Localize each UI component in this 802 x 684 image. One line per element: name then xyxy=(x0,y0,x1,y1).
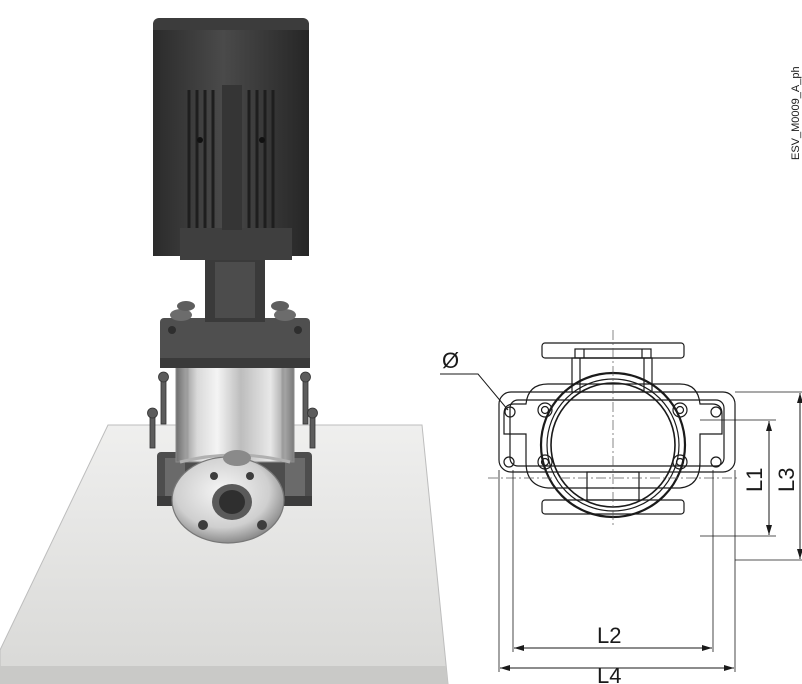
diameter-leader xyxy=(440,373,509,411)
pump-photo xyxy=(0,18,449,684)
base-outline-inner xyxy=(509,399,725,467)
flange-dimension-drawing xyxy=(440,330,802,672)
dimension-arrows xyxy=(500,393,802,671)
base-plate xyxy=(0,424,449,684)
base-hole-lower-left xyxy=(503,456,515,468)
dimension-label-l3: L3 xyxy=(774,468,799,492)
tie-rods xyxy=(185,362,285,462)
inlet-flange xyxy=(171,450,285,544)
base-hole-lower-right xyxy=(710,456,722,468)
base-outline-outer xyxy=(498,391,736,473)
dimension-label-l2: L2 xyxy=(597,623,621,648)
dimension-label-l1: L1 xyxy=(742,468,767,492)
pump-head xyxy=(160,301,310,368)
cooling-fins xyxy=(187,90,275,228)
pump-sleeve xyxy=(175,361,295,463)
reference-code: ESV_M0009_A_ph xyxy=(790,66,802,160)
center-lines xyxy=(488,330,740,528)
dimension-label-l4: L4 xyxy=(597,663,621,684)
diameter-label: Ø xyxy=(442,348,459,373)
dimension-lines xyxy=(500,393,801,669)
motor xyxy=(153,18,309,260)
extension-lines xyxy=(498,391,802,672)
base-plate-front-edge xyxy=(0,650,448,684)
mounting-bolts xyxy=(147,371,318,449)
body-outline xyxy=(503,383,723,489)
